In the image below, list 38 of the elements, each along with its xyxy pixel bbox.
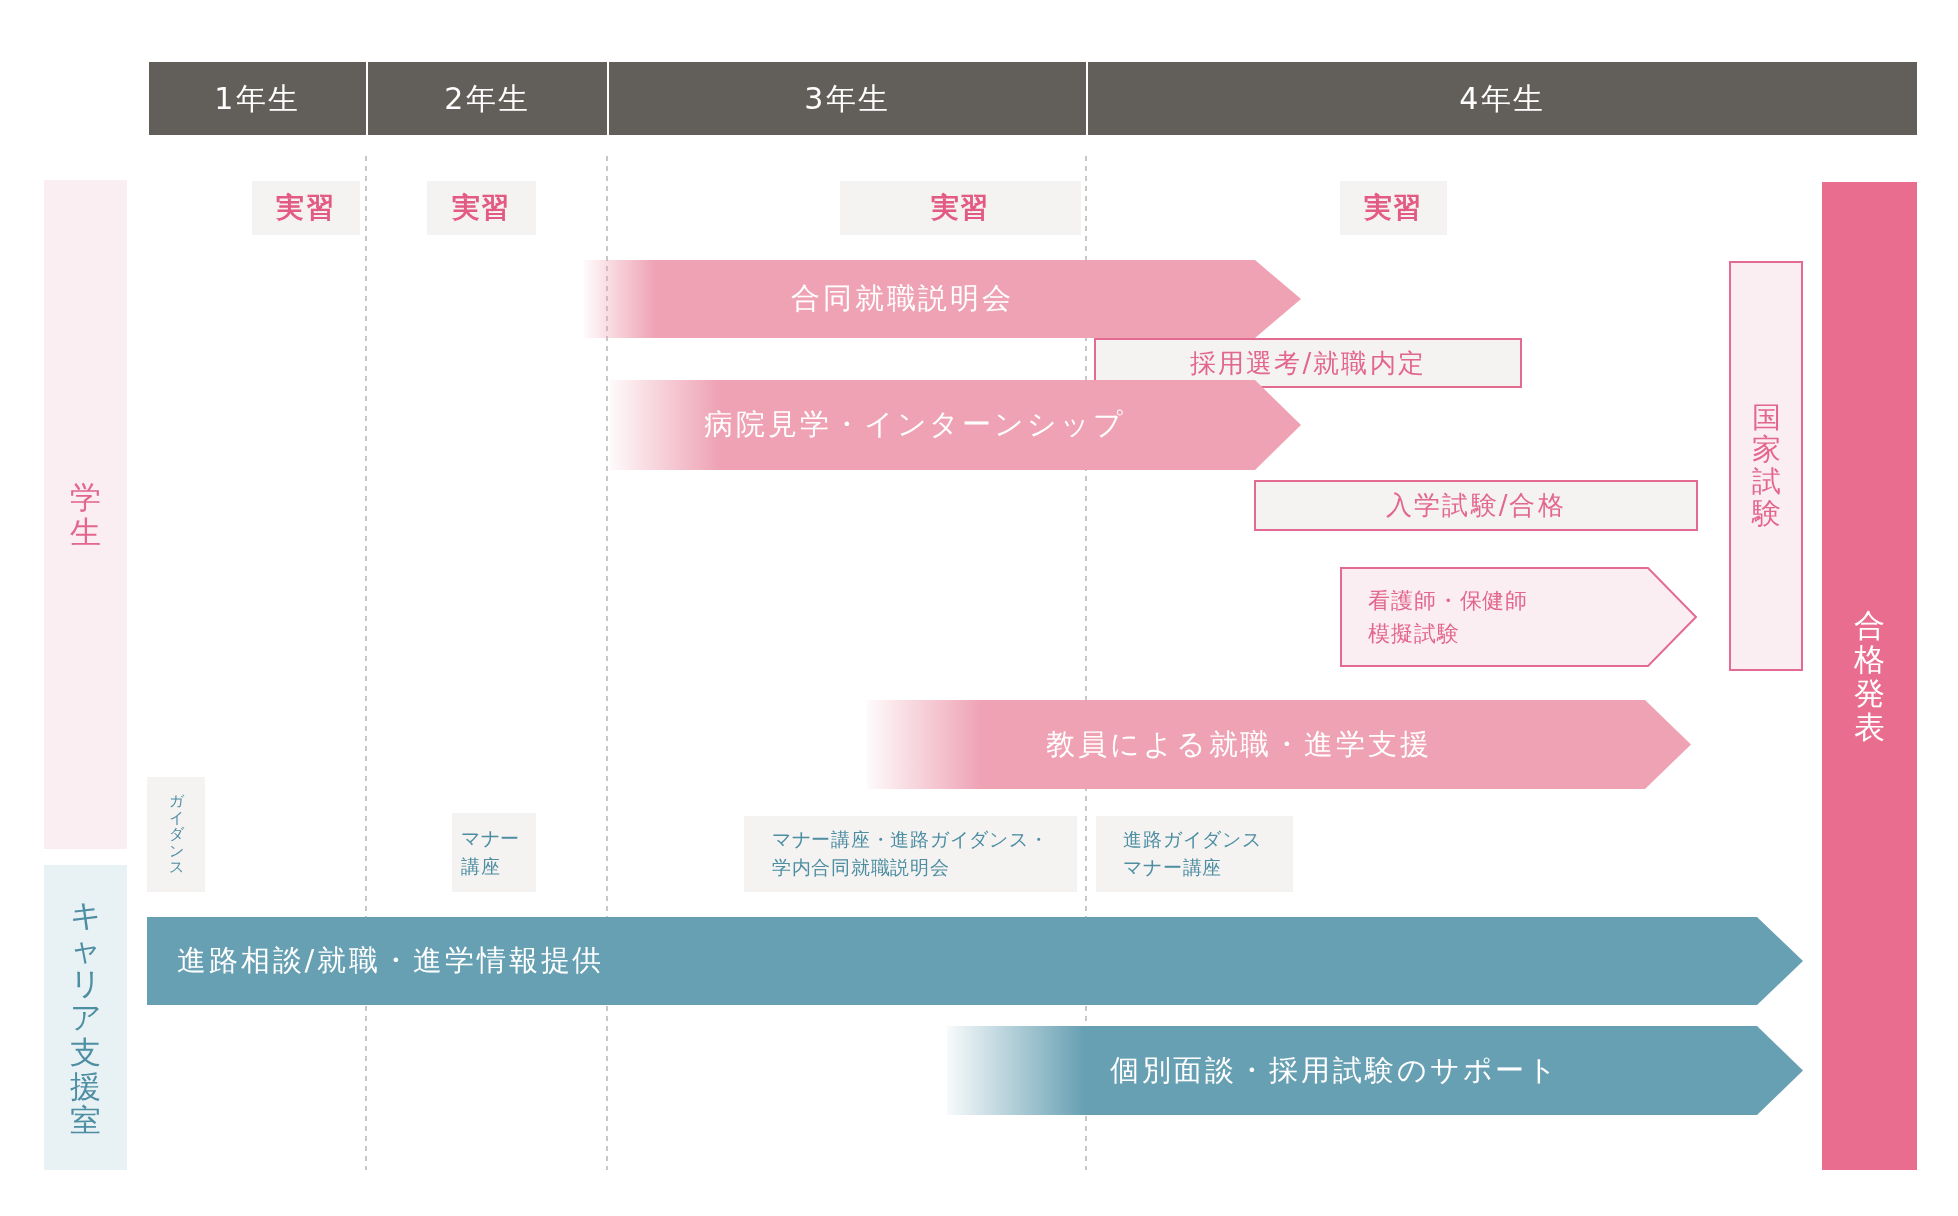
band-label: 個別面談・採用試験のサポート xyxy=(1109,1051,1561,1089)
arrow-band xyxy=(609,380,1301,470)
tag-label: 実習 xyxy=(1363,190,1424,226)
year-label: 1年生 xyxy=(214,80,301,118)
outlined-arrow xyxy=(1340,567,1698,667)
band-label: 学生 xyxy=(70,480,101,549)
band-label: 進路相談/就職・進学情報提供 xyxy=(177,942,605,980)
event-label: マナー講座・進路ガイダンス・学内合同就職説明会 xyxy=(771,827,1050,880)
event-label: マナー講座 xyxy=(460,825,522,879)
year-label: 4年生 xyxy=(1459,80,1546,118)
box-label: 国家試験 xyxy=(1751,402,1781,530)
arrow-label: 看護師・保健師模擬試験 xyxy=(1368,587,1530,648)
result-band xyxy=(1822,182,1917,1170)
tag-label: 実習 xyxy=(451,190,512,226)
band-label: 教員による就職・進学支援 xyxy=(1046,725,1432,763)
exam-box xyxy=(1729,261,1803,671)
arrow-band xyxy=(584,260,1301,338)
milestone-box xyxy=(1094,338,1522,388)
event-label: 進路ガイダンスマナー講座 xyxy=(1123,827,1263,880)
year-label: 3年生 xyxy=(804,80,891,118)
band-label: 合格発表 xyxy=(1854,607,1885,745)
year-header xyxy=(607,62,1086,135)
arrow-band xyxy=(147,917,1803,1005)
milestone-box xyxy=(1254,480,1698,531)
tag-label: 実習 xyxy=(930,190,991,226)
year-header xyxy=(1086,62,1917,135)
box-label: 入学試験/合格 xyxy=(1386,489,1566,522)
box-label: 採用選考/就職内定 xyxy=(1190,346,1426,380)
year-header xyxy=(366,62,607,135)
band-label: 合同就職説明会 xyxy=(790,280,1015,318)
year-label: 2年生 xyxy=(444,80,531,118)
arrow-band xyxy=(867,700,1691,789)
arrow-band xyxy=(947,1026,1803,1115)
band-label: キャリア支援室 xyxy=(70,898,101,1137)
band-label: 病院見学・インターンシップ xyxy=(704,406,1126,444)
year-header xyxy=(147,62,366,135)
event-label: ガイダンス xyxy=(168,793,184,876)
tag-label: 実習 xyxy=(276,190,336,226)
